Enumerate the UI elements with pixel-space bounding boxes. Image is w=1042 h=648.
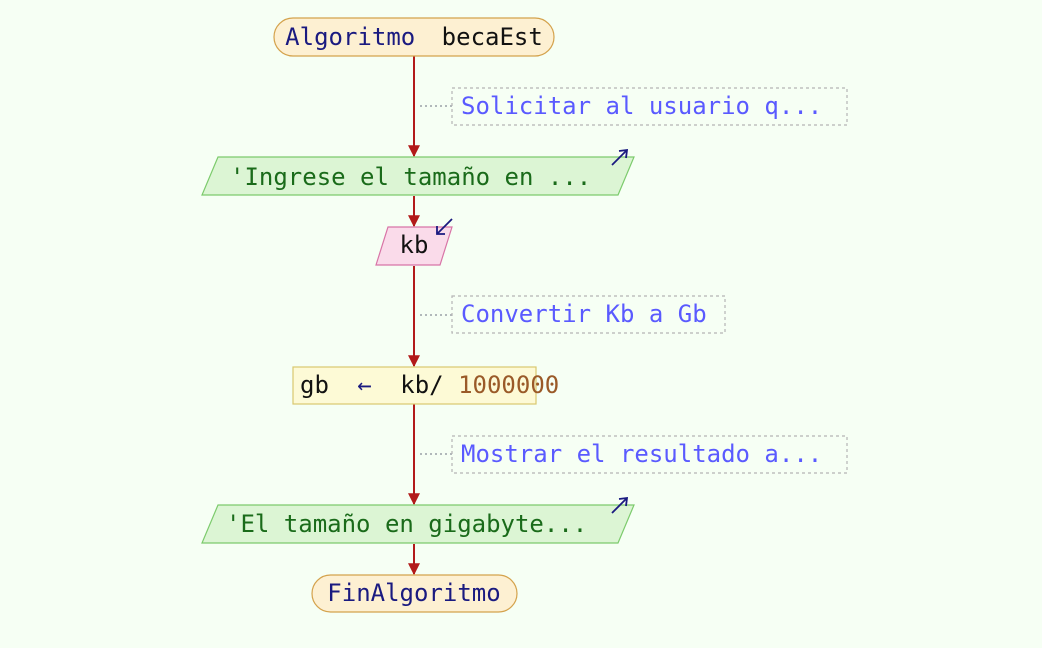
- comment-2-text: Convertir Kb a Gb: [461, 300, 707, 328]
- output-1-text: 'Ingrese el tamaño en ...: [230, 163, 591, 191]
- start-keyword: Algoritmo: [285, 23, 415, 51]
- input-variable: kb: [400, 231, 429, 259]
- assign-arrow: ←: [357, 371, 371, 399]
- output-arrow-icon: [611, 496, 629, 514]
- comment-1[interactable]: Solicitar al usuario q...: [420, 87, 848, 126]
- output-step-1[interactable]: 'Ingrese el tamaño en ...: [201, 148, 635, 196]
- output-step-2[interactable]: 'El tamaño en gigabyte...: [201, 496, 635, 544]
- svg-text:gb ← kb/ 100: gb ← kb/ 1000000: [300, 371, 559, 399]
- assign-expression: kb/: [400, 371, 443, 399]
- algorithm-name: becaEst: [442, 23, 543, 51]
- output-arrow-icon: [611, 148, 629, 166]
- svg-text:Algoritmo becaEst: Algoritmo becaEst: [285, 23, 543, 51]
- assign-target: gb: [300, 371, 329, 399]
- start-terminal[interactable]: Algoritmo becaEst: [273, 17, 555, 57]
- comment-3-text: Mostrar el resultado a...: [461, 440, 822, 468]
- input-step-kb[interactable]: kb: [375, 218, 453, 266]
- comment-3[interactable]: Mostrar el resultado a...: [420, 435, 848, 474]
- end-keyword: FinAlgoritmo: [327, 579, 500, 607]
- input-arrow-icon: [436, 218, 453, 235]
- end-terminal[interactable]: FinAlgoritmo: [311, 574, 518, 613]
- comment-1-text: Solicitar al usuario q...: [461, 92, 822, 120]
- output-2-text: 'El tamaño en gigabyte...: [226, 510, 587, 538]
- comment-2[interactable]: Convertir Kb a Gb: [420, 295, 726, 334]
- assignment-step[interactable]: gb ← kb/ 1000000: [292, 366, 559, 405]
- assign-literal: 1000000: [458, 371, 559, 399]
